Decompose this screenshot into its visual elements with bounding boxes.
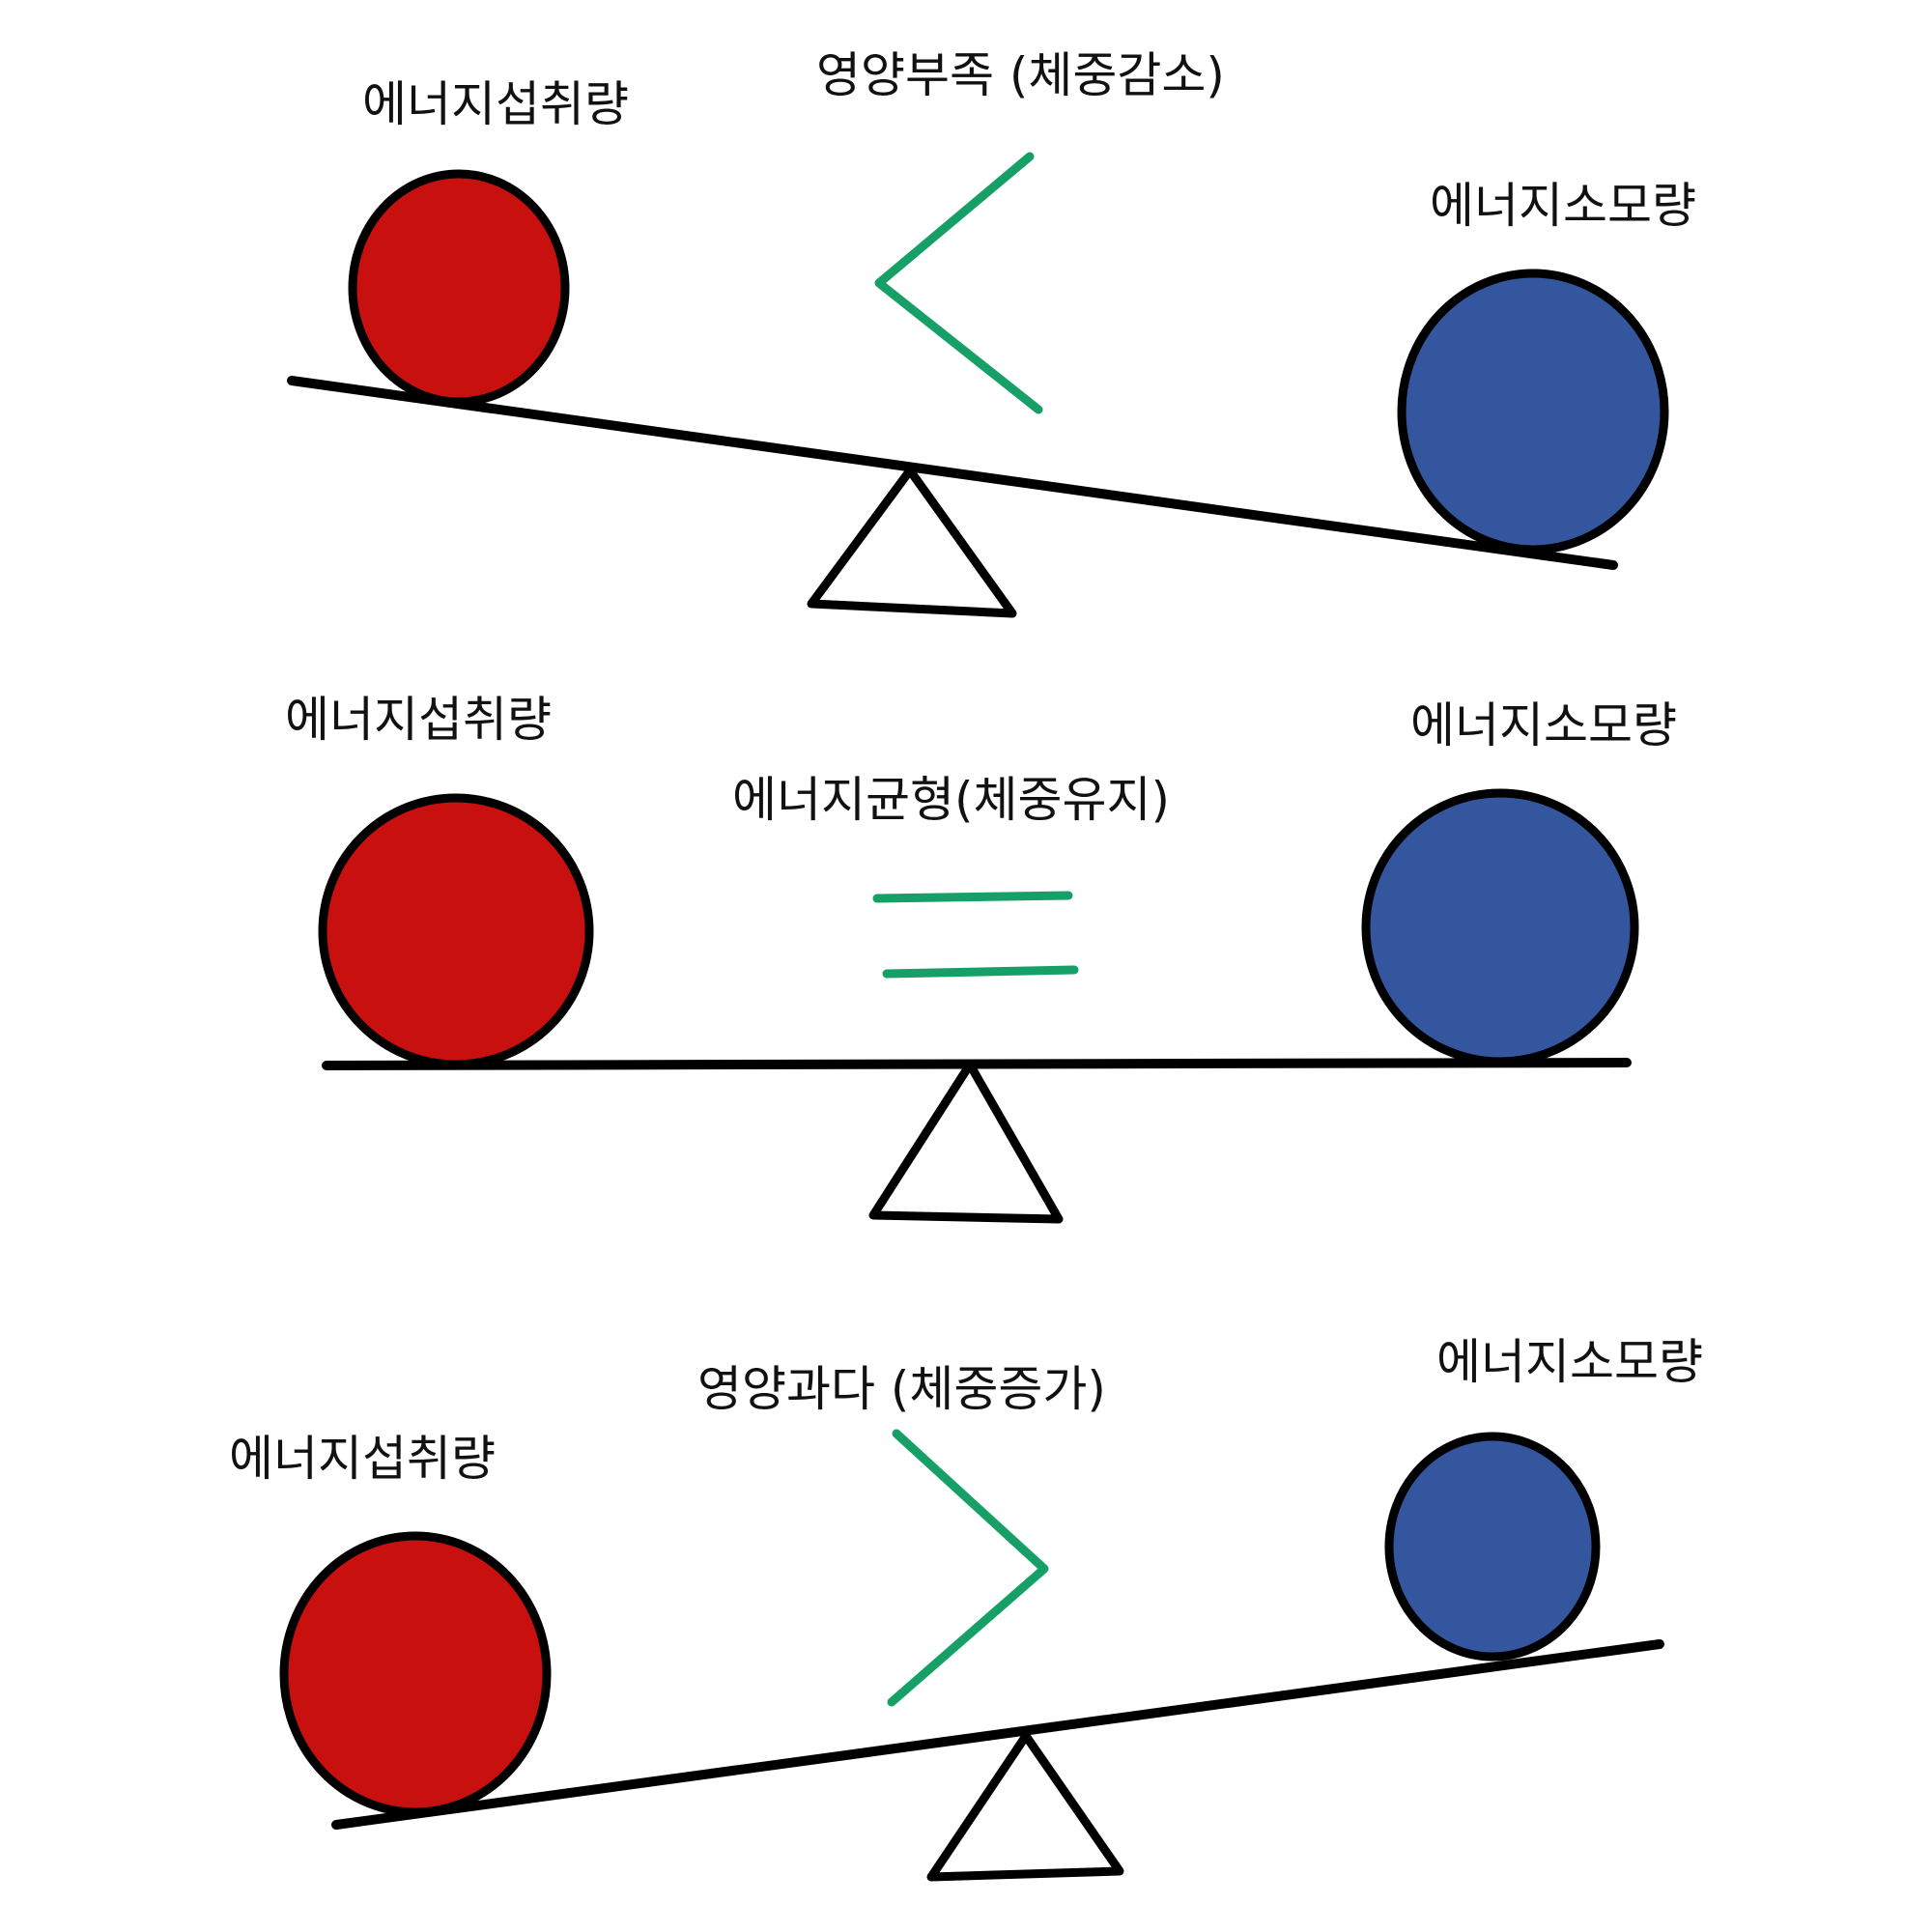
panel-1-seesaw-beam	[287, 376, 1618, 570]
panel-2-expenditure-label: 에너지소모량	[1410, 697, 1677, 753]
panel-2-intake-label: 에너지섭취량	[285, 692, 552, 748]
panel-3-state-label: 영양과다 (체중증가)	[697, 1361, 1106, 1417]
panel-2-state-label: 에너지균형(체중유지)	[732, 772, 1170, 828]
panel-2-fulcrum	[868, 1060, 1064, 1224]
panel-1-fulcrum	[807, 466, 1017, 618]
panel-balance: 에너지섭취량 에너지균형(체중유지) 에너지소모량	[285, 692, 1677, 1224]
equals-bottom-bar	[882, 965, 1079, 979]
panel-1-state-label: 영양부족 (체중감소)	[816, 47, 1225, 103]
less-than-icon	[874, 152, 1043, 414]
greater-than-icon	[887, 1429, 1049, 1707]
equals-top-bar	[872, 891, 1073, 903]
panel-2-seesaw-beam	[322, 1058, 1632, 1070]
panel-1-expenditure-label: 에너지소모량	[1430, 178, 1696, 234]
panel-3-intake-label: 에너지섭취량	[229, 1431, 496, 1487]
panel-2-expenditure-ball	[1361, 788, 1639, 1066]
panel-1-intake-ball	[348, 169, 570, 407]
panel-3-fulcrum	[926, 1731, 1124, 1882]
panel-1-expenditure-ball	[1397, 269, 1669, 554]
panel-1-intake-label: 에너지섭취량	[362, 76, 629, 132]
panel-3-intake-ball	[279, 1531, 552, 1817]
panel-3-expenditure-label: 에너지소모량	[1436, 1334, 1703, 1390]
panel-surplus: 에너지섭취량 영양과다 (체중증가) 에너지소모량	[229, 1334, 1703, 1882]
panel-3-expenditure-ball	[1384, 1432, 1601, 1662]
panel-2-intake-ball	[318, 793, 594, 1069]
panel-deficit: 에너지섭취량 영양부족 (체중감소) 에너지소모량	[287, 47, 1696, 618]
equals-icon	[872, 891, 1079, 979]
panel-3-seesaw-beam	[331, 1639, 1664, 1830]
